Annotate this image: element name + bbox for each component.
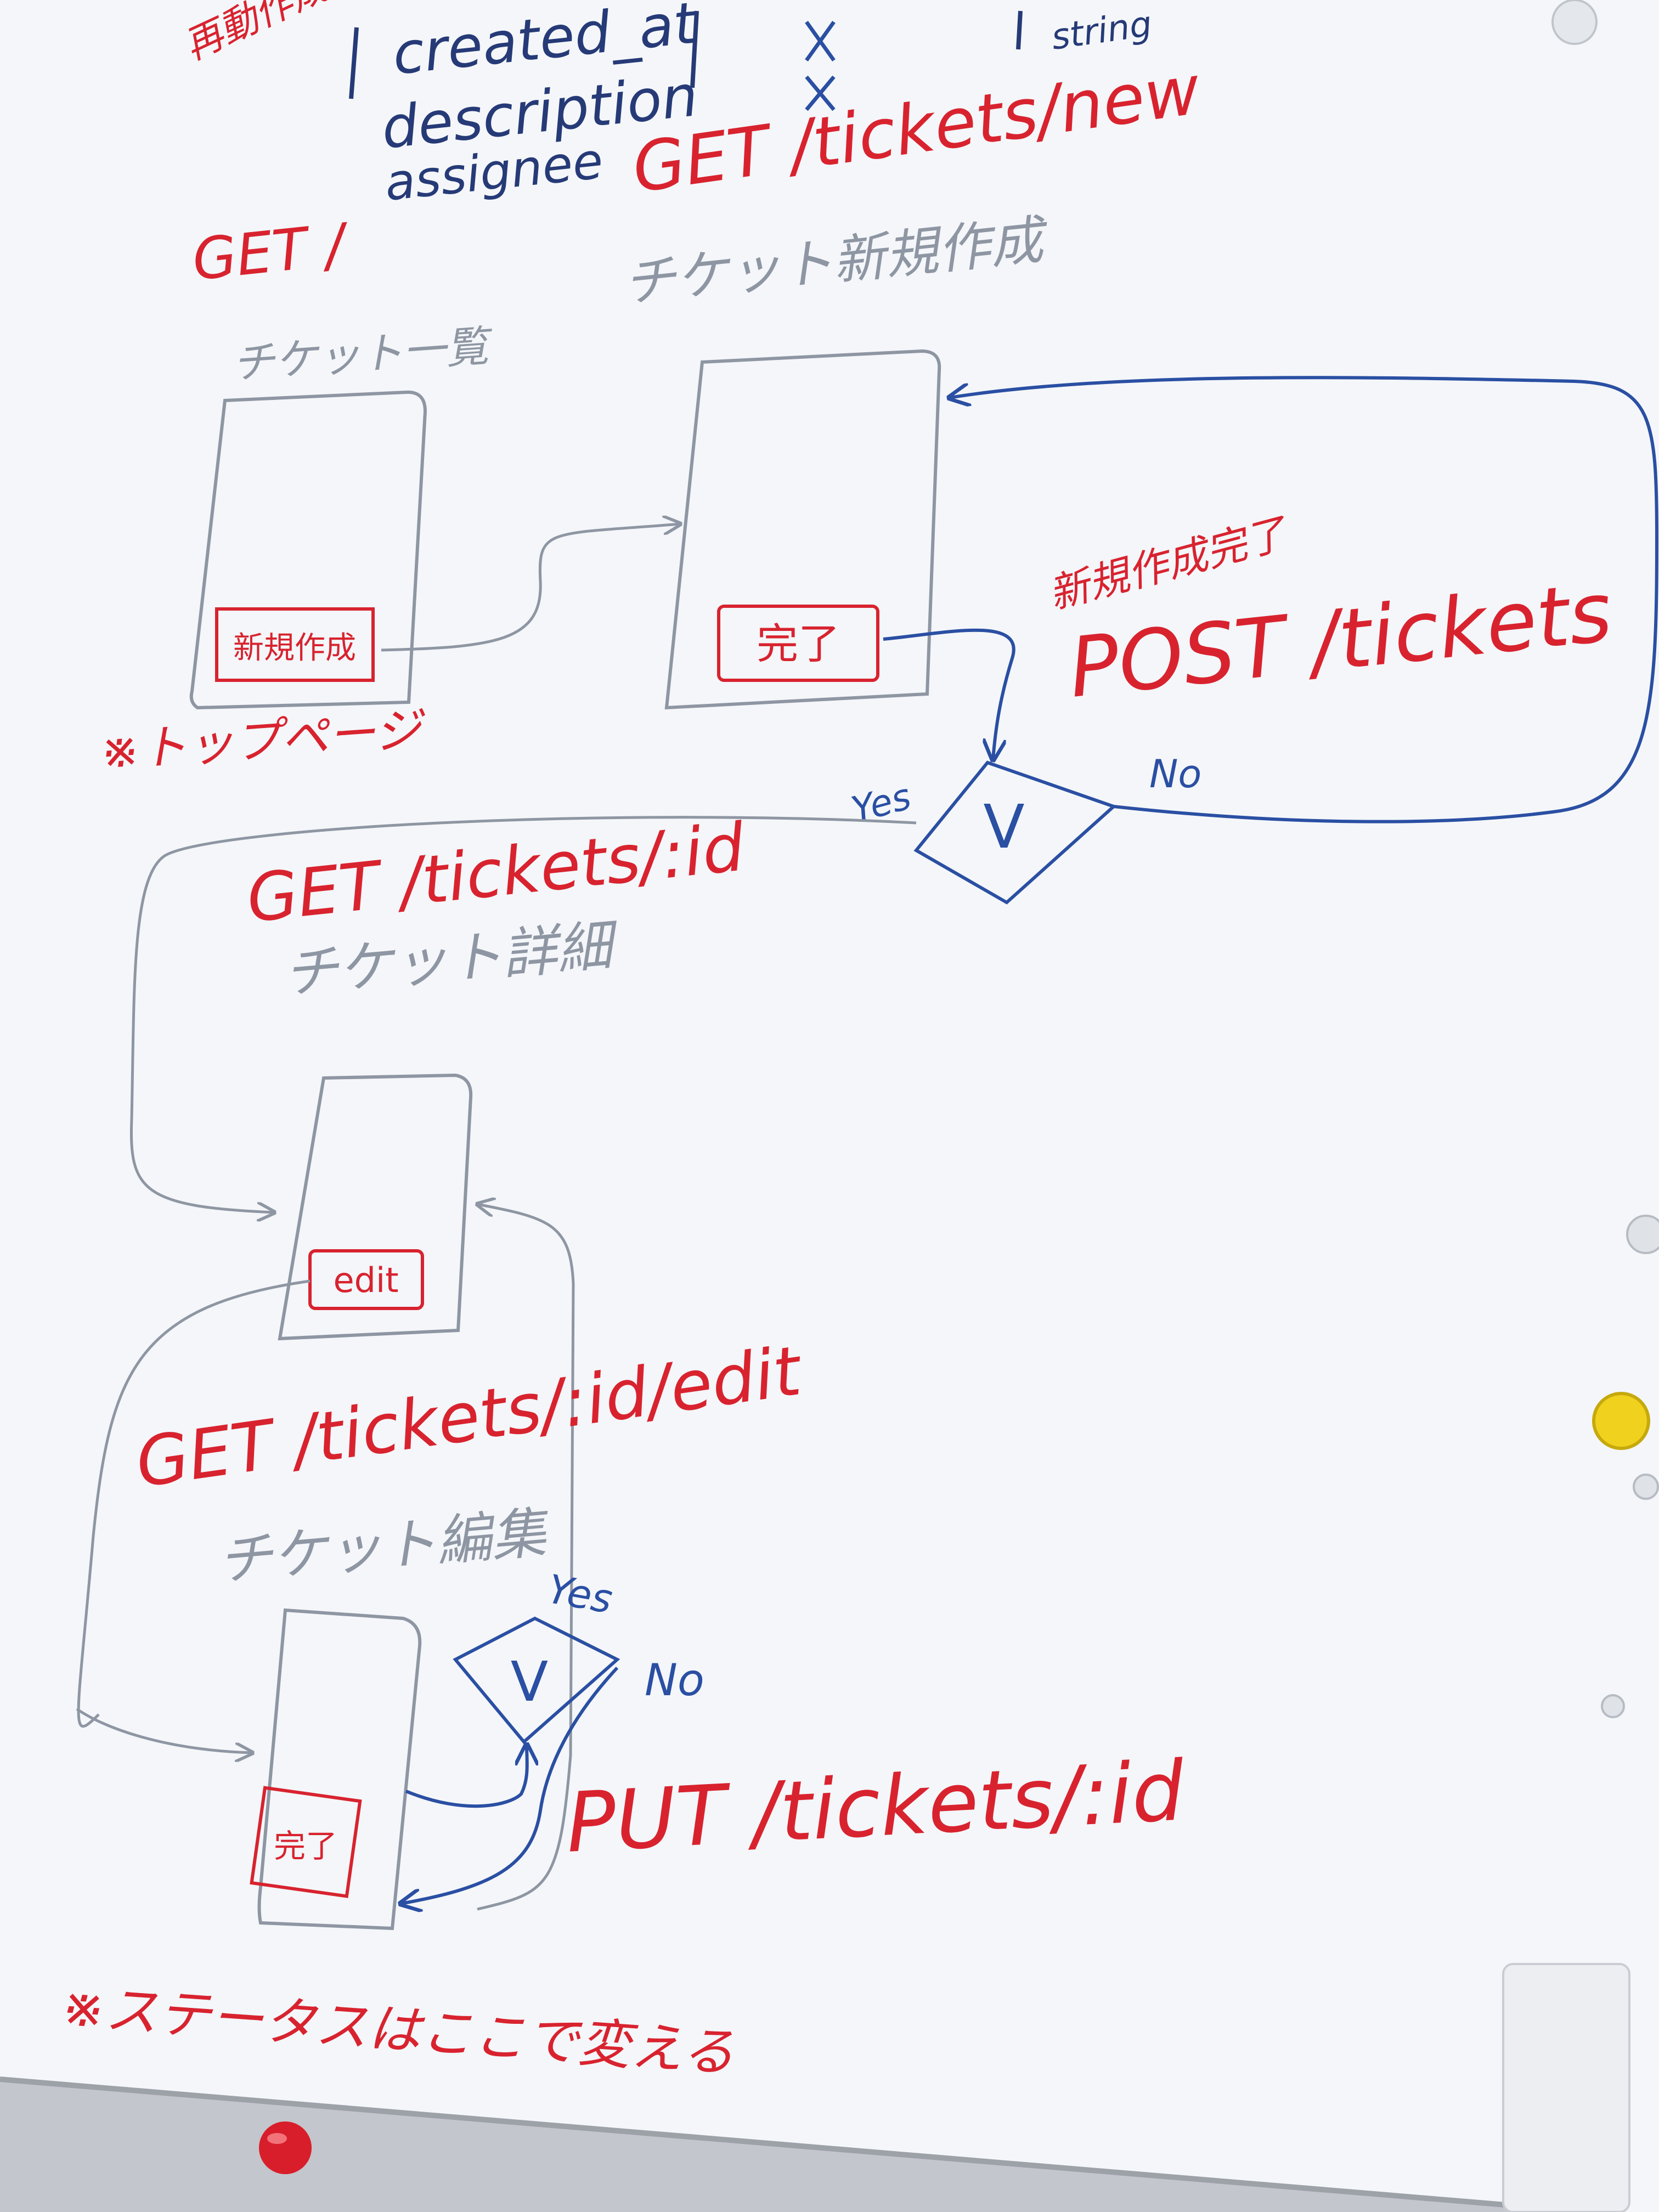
button-new-complete-label: 完了 <box>757 619 840 668</box>
button-new-complete <box>717 605 879 682</box>
screw-1 <box>1626 1215 1659 1254</box>
arrow-detail-to-edit <box>77 1279 311 1728</box>
page-edit-frame <box>257 1608 422 1931</box>
route-list: GET / <box>189 210 353 293</box>
arrow-list-to-new <box>381 524 680 652</box>
magnet-red <box>259 2121 312 2174</box>
button-list-new <box>215 607 375 682</box>
validation-update-symbol: V <box>511 1650 548 1714</box>
validation-create-symbol: V <box>983 792 1024 862</box>
arrow-edit-cancel-to-detail <box>477 1204 575 1911</box>
eraser-holder <box>1502 1963 1630 2212</box>
page-list-frame <box>189 390 427 710</box>
screw-3 <box>1601 1694 1625 1718</box>
page-detail-frame <box>278 1073 473 1341</box>
validation-create-no: No <box>1149 752 1201 797</box>
button-edit-complete <box>250 1786 362 1898</box>
button-edit <box>308 1249 424 1310</box>
validation-create-diamond <box>913 760 1117 905</box>
button-edit-label: edit <box>333 1260 398 1300</box>
arrow-validation-no-loop <box>949 376 1659 823</box>
validation-update-no: No <box>645 1655 704 1706</box>
arrow-complete-to-validation <box>883 628 1015 760</box>
screw-4 <box>1551 0 1598 45</box>
validation-update-yes: Yes <box>544 1566 616 1622</box>
arrow-update-no-back <box>400 1666 619 1904</box>
page-new-frame <box>664 349 941 710</box>
validation-update-diamond <box>453 1616 620 1745</box>
arrow-yes-to-detail <box>130 816 917 1212</box>
arrow-complete-to-update-validation <box>405 1745 527 1808</box>
magnet-yellow <box>1592 1392 1650 1450</box>
button-list-new-label: 新規作成 <box>233 630 356 666</box>
button-edit-complete-label: 完了 <box>274 1827 337 1865</box>
screw-2 <box>1633 1474 1659 1500</box>
